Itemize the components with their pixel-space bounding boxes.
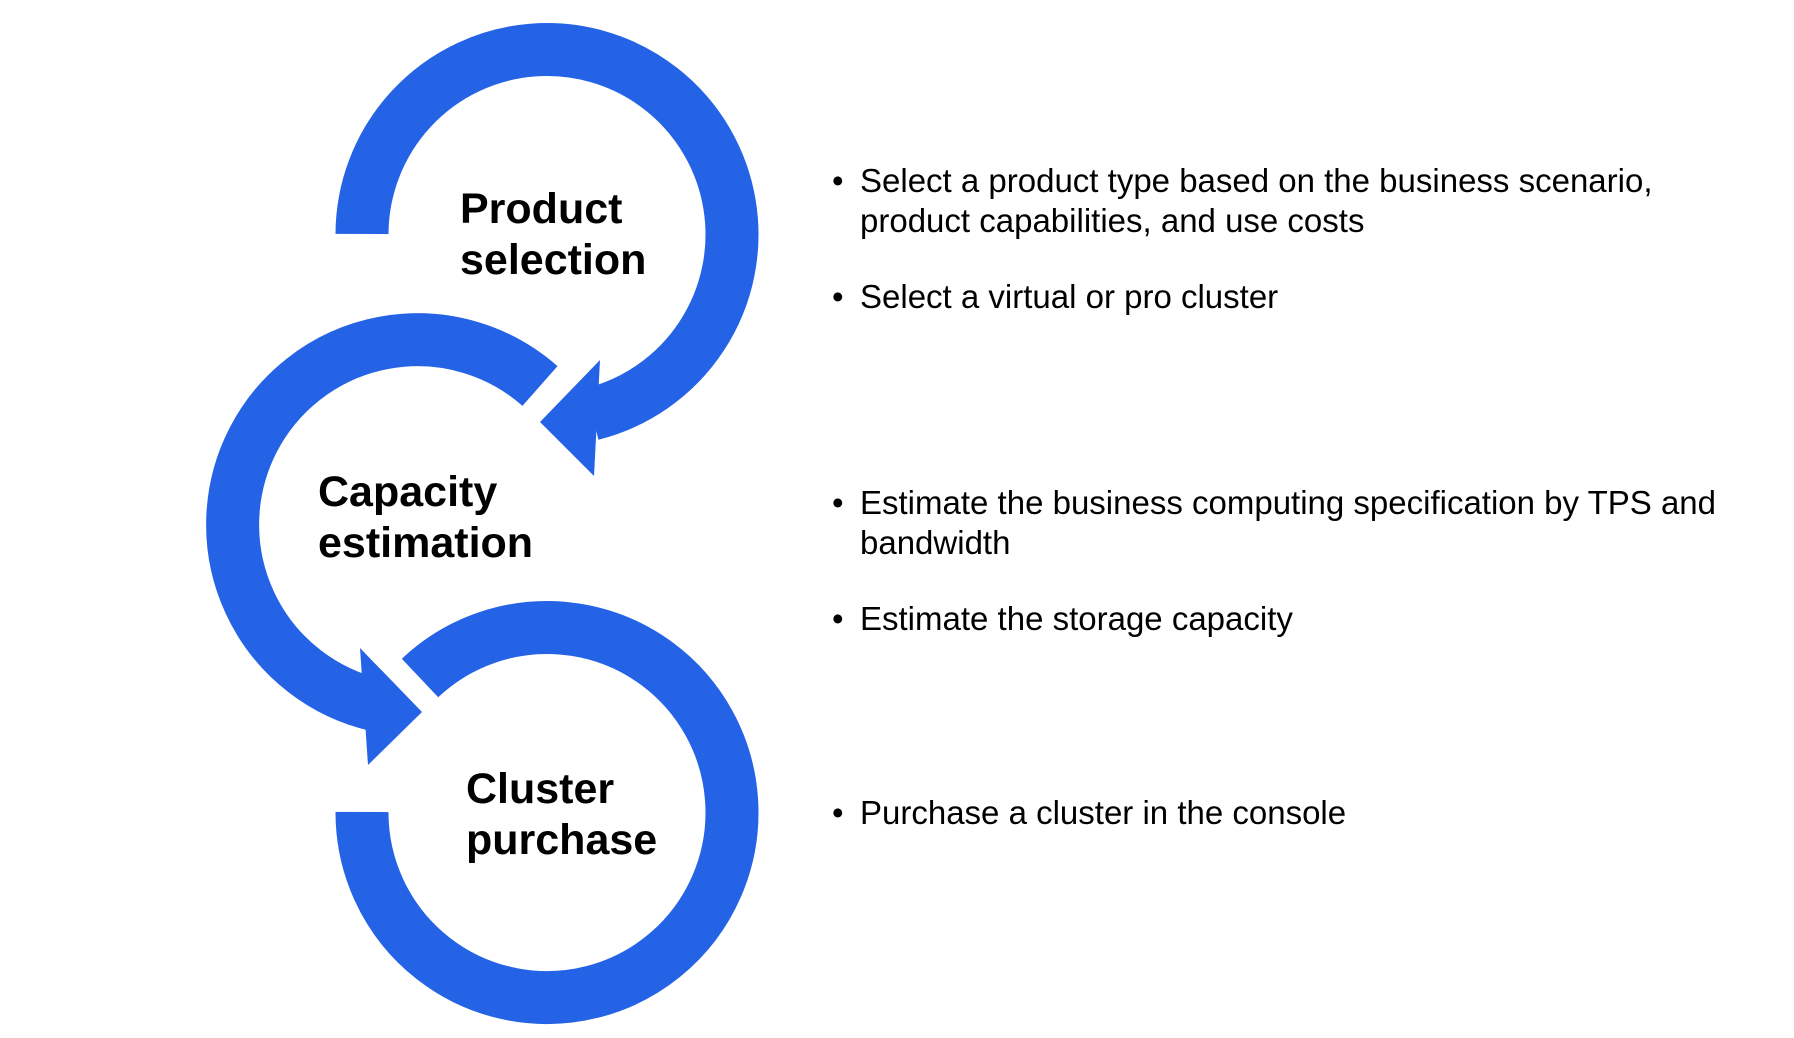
product-selection-arc	[335, 23, 759, 440]
detail-bullet: Purchase a cluster in the console	[830, 793, 1770, 833]
capacity-estimation-details: Estimate the business computing specific…	[830, 483, 1770, 675]
stage-title-line: estimation	[318, 519, 534, 567]
capacity-estimation-arrowhead	[360, 648, 422, 765]
capacity-estimation-arc	[206, 313, 558, 731]
stage-label-product-selection: Product selection	[460, 184, 646, 286]
stage-title-line: purchase	[466, 816, 658, 864]
stage-title-line: selection	[460, 236, 647, 284]
product-selection-details: Select a product type based on the busin…	[830, 161, 1770, 353]
detail-bullet: Estimate the business computing specific…	[830, 483, 1770, 563]
stage-title-line: Product	[460, 185, 623, 233]
detail-bullet: Estimate the storage capacity	[830, 599, 1770, 639]
product-selection-arrowhead	[540, 360, 600, 476]
detail-bullet: Select a product type based on the busin…	[830, 161, 1770, 241]
stage-label-capacity-estimation: Capacity estimation	[318, 467, 533, 569]
cluster-purchase-arc	[335, 601, 759, 1025]
stage-label-cluster-purchase: Cluster purchase	[466, 764, 657, 866]
stage-title-line: Cluster	[466, 765, 615, 813]
detail-bullet: Select a virtual or pro cluster	[830, 277, 1770, 317]
cluster-purchase-details: Purchase a cluster in the console	[830, 793, 1770, 869]
stage-title-line: Capacity	[318, 468, 498, 516]
